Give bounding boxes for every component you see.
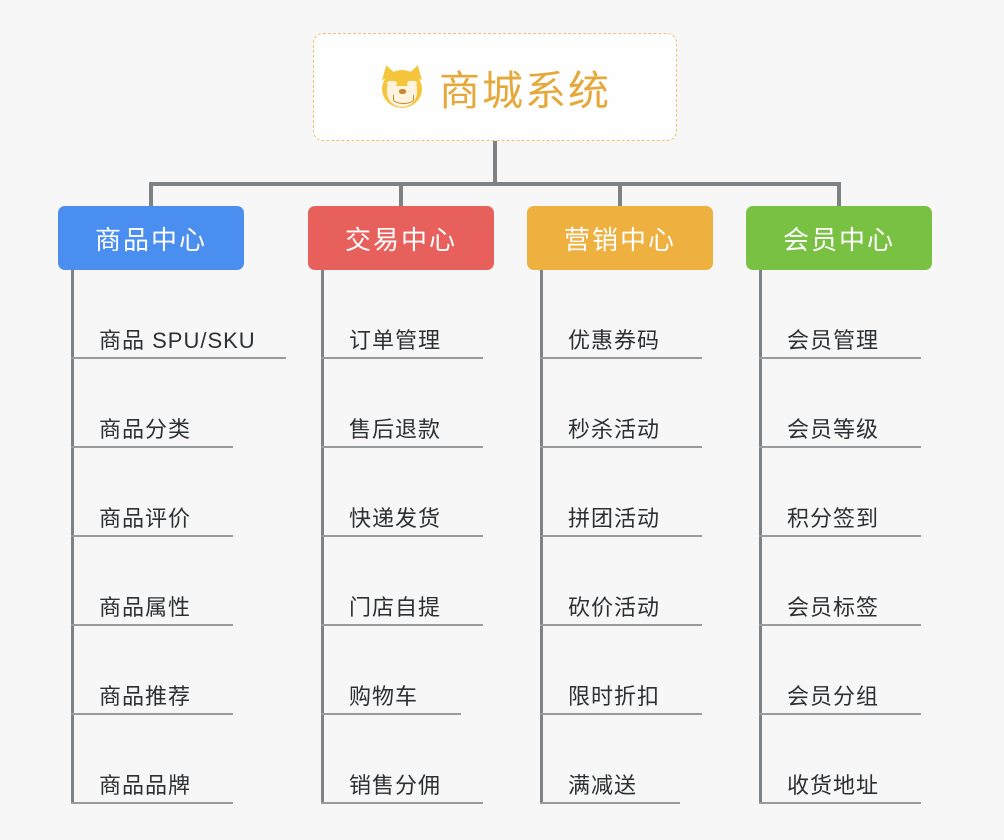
branch-column-2: 营销中心优惠券码秒杀活动拼团活动砍价活动限时折扣满减送 — [527, 206, 713, 804]
leaf-item[interactable]: 秒杀活动 — [540, 359, 726, 448]
branch-header-1[interactable]: 交易中心 — [308, 206, 494, 270]
leaf-item-label: 会员等级 — [787, 416, 880, 442]
connector-drop-2 — [618, 182, 622, 206]
leaf-item-underline — [540, 713, 702, 715]
leaf-item[interactable]: 商品属性 — [71, 537, 257, 626]
branch-header-2[interactable]: 营销中心 — [527, 206, 713, 270]
leaf-item-underline — [759, 624, 921, 626]
branch-trunk-3 — [759, 270, 762, 804]
leaf-item-label: 商品属性 — [99, 594, 192, 620]
leaf-item-underline — [71, 802, 233, 804]
leaf-item-label: 秒杀活动 — [568, 416, 661, 442]
leaf-item[interactable]: 商品评价 — [71, 448, 257, 537]
root-title: 商城系统 — [439, 68, 611, 114]
leaf-item[interactable]: 收货地址 — [759, 715, 945, 804]
leaf-item-underline — [540, 535, 702, 537]
leaf-item-label: 拼团活动 — [568, 505, 661, 531]
branch-column-3: 会员中心会员管理会员等级积分签到会员标签会员分组收货地址 — [746, 206, 932, 804]
leaf-item-label: 会员管理 — [787, 327, 880, 353]
leaf-item-underline — [540, 446, 702, 448]
leaf-item-underline — [759, 713, 921, 715]
leaf-item[interactable]: 商品推荐 — [71, 626, 257, 715]
branch-trunk-0 — [71, 270, 74, 804]
leaf-item-label: 会员标签 — [787, 594, 880, 620]
leaf-list-3: 会员管理会员等级积分签到会员标签会员分组收货地址 — [759, 270, 945, 804]
leaf-item-underline — [540, 802, 680, 804]
leaf-item[interactable]: 积分签到 — [759, 448, 945, 537]
leaf-item[interactable]: 购物车 — [321, 626, 507, 715]
leaf-item-label: 积分签到 — [787, 505, 880, 531]
leaf-item-underline — [321, 535, 483, 537]
leaf-item-underline — [321, 446, 483, 448]
leaf-item-label: 商品品牌 — [99, 772, 192, 798]
leaf-item[interactable]: 砍价活动 — [540, 537, 726, 626]
root-node[interactable]: 商城系统 — [313, 33, 677, 141]
leaf-item-label: 砍价活动 — [568, 594, 661, 620]
leaf-item-label: 限时折扣 — [568, 683, 661, 709]
leaf-item[interactable]: 会员等级 — [759, 359, 945, 448]
leaf-item[interactable]: 优惠券码 — [540, 270, 726, 359]
leaf-item[interactable]: 商品 SPU/SKU — [71, 270, 286, 359]
connector-bus — [149, 182, 841, 186]
leaf-item-label: 会员分组 — [787, 683, 880, 709]
leaf-item-label: 销售分佣 — [349, 772, 442, 798]
leaf-item-underline — [321, 802, 483, 804]
branch-column-1: 交易中心订单管理售后退款快递发货门店自提购物车销售分佣 — [308, 206, 494, 804]
leaf-item-label: 收货地址 — [787, 772, 880, 798]
leaf-item-label: 商品 SPU/SKU — [99, 327, 256, 353]
leaf-item-underline — [71, 624, 233, 626]
leaf-item[interactable]: 拼团活动 — [540, 448, 726, 537]
leaf-item-label: 优惠券码 — [568, 327, 661, 353]
leaf-item-label: 满减送 — [568, 772, 638, 798]
leaf-item[interactable]: 门店自提 — [321, 537, 507, 626]
leaf-item-underline — [71, 713, 233, 715]
leaf-item-label: 快递发货 — [349, 505, 442, 531]
leaf-item[interactable]: 订单管理 — [321, 270, 507, 359]
leaf-item[interactable]: 售后退款 — [321, 359, 507, 448]
connector-drop-1 — [399, 182, 403, 206]
branch-header-3[interactable]: 会员中心 — [746, 206, 932, 270]
leaf-item-label: 门店自提 — [349, 594, 442, 620]
leaf-item[interactable]: 限时折扣 — [540, 626, 726, 715]
leaf-item-label: 商品推荐 — [99, 683, 192, 709]
leaf-list-0: 商品 SPU/SKU 商品分类商品评价商品属性商品推荐商品品牌 — [71, 270, 286, 804]
leaf-item[interactable]: 会员管理 — [759, 270, 945, 359]
leaf-item-underline — [759, 535, 921, 537]
leaf-item[interactable]: 商品品牌 — [71, 715, 257, 804]
leaf-list-1: 订单管理售后退款快递发货门店自提购物车销售分佣 — [321, 270, 507, 804]
connector-drop-0 — [149, 182, 153, 206]
connector-stem — [493, 141, 497, 184]
branch-column-0: 商品中心商品 SPU/SKU 商品分类商品评价商品属性商品推荐商品品牌 — [58, 206, 286, 804]
leaf-item-underline — [759, 357, 921, 359]
branch-trunk-2 — [540, 270, 543, 804]
leaf-item-underline — [759, 446, 921, 448]
leaf-item-label: 购物车 — [349, 683, 419, 709]
leaf-item-underline — [540, 357, 702, 359]
branch-trunk-1 — [321, 270, 324, 804]
leaf-item-label: 商品评价 — [99, 505, 192, 531]
leaf-item-underline — [71, 357, 286, 359]
leaf-item-label: 商品分类 — [99, 416, 192, 442]
leaf-item-underline — [321, 357, 483, 359]
leaf-item-label: 售后退款 — [349, 416, 442, 442]
leaf-item[interactable]: 快递发货 — [321, 448, 507, 537]
dog-face-icon — [378, 63, 426, 110]
leaf-item[interactable]: 会员分组 — [759, 626, 945, 715]
connector-drop-3 — [837, 182, 841, 206]
leaf-item-underline — [71, 535, 233, 537]
leaf-item-underline — [321, 713, 461, 715]
leaf-item-underline — [321, 624, 483, 626]
leaf-item[interactable]: 商品分类 — [71, 359, 257, 448]
leaf-item[interactable]: 满减送 — [540, 715, 726, 804]
branch-header-0[interactable]: 商品中心 — [58, 206, 244, 270]
leaf-item-underline — [71, 446, 233, 448]
leaf-item-underline — [540, 624, 702, 626]
leaf-list-2: 优惠券码秒杀活动拼团活动砍价活动限时折扣满减送 — [540, 270, 726, 804]
leaf-item-label: 订单管理 — [349, 327, 442, 353]
leaf-item[interactable]: 会员标签 — [759, 537, 945, 626]
leaf-item[interactable]: 销售分佣 — [321, 715, 507, 804]
leaf-item-underline — [759, 802, 921, 804]
